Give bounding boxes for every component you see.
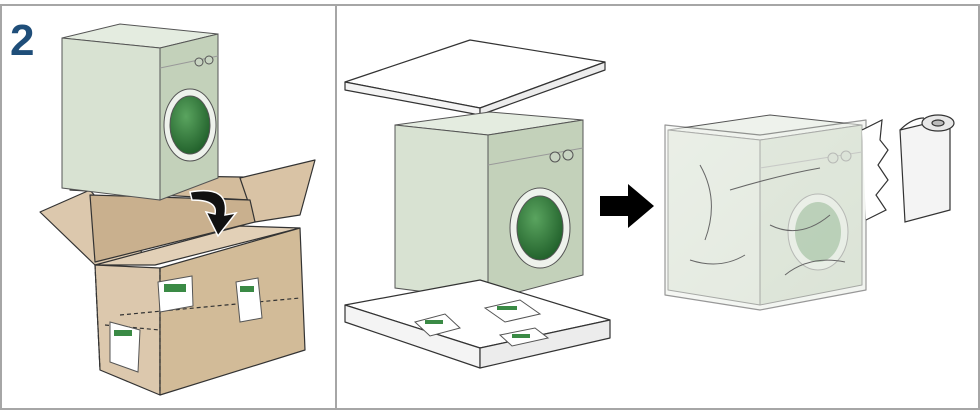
washing-machine-center bbox=[395, 112, 583, 300]
right-arrow-icon bbox=[600, 184, 654, 228]
wrapped-washing-machine bbox=[665, 115, 866, 310]
cardboard-box bbox=[40, 160, 315, 395]
stretch-film-roll bbox=[862, 115, 954, 222]
washing-machine-left bbox=[62, 24, 218, 200]
door-left bbox=[170, 96, 210, 154]
step-number: 2 bbox=[10, 16, 34, 65]
packaging-bottom-tray bbox=[345, 280, 610, 368]
packaging-top-cap bbox=[345, 40, 605, 115]
door-center bbox=[517, 196, 563, 260]
